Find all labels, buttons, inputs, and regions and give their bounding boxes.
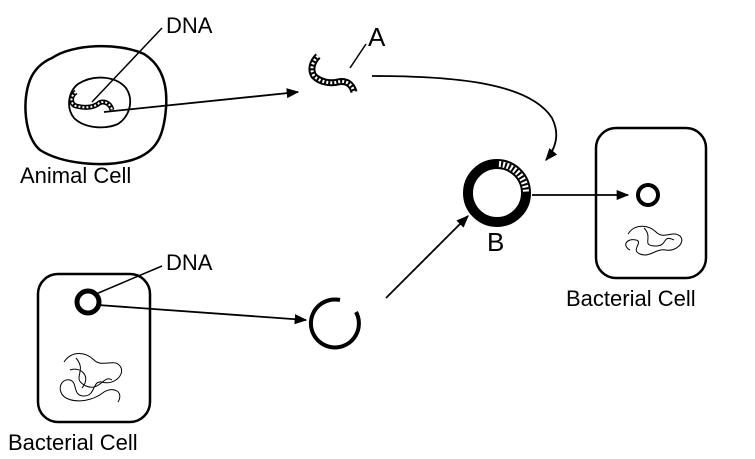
- bacterial-cell-right-chromosome: [625, 225, 683, 256]
- animal-cell-membrane: [24, 44, 168, 166]
- dna-label-animal: DNA: [166, 13, 213, 38]
- fragment-a-label: A: [368, 22, 386, 52]
- opened-plasmid: [308, 297, 361, 350]
- bacterial-cell-right-plasmid: [636, 183, 660, 207]
- arrow-plasmid-to-opened: [97, 304, 308, 325]
- dna-leader-bacterial: [95, 265, 163, 295]
- bacterial-cell-right: [594, 126, 708, 280]
- recombinant-b-label: B: [487, 227, 504, 257]
- recombinant-plasmid-b: [463, 159, 531, 227]
- arrow-animal-to-fragment: [103, 88, 300, 113]
- arrow-fragment-to-recombinant: [371, 75, 558, 161]
- bacterial-cell-right-wall: [594, 126, 708, 280]
- bacterial-cell-left-plasmid: [74, 288, 102, 316]
- dna-fragment-a: [308, 53, 358, 94]
- dna-leader-animal: [91, 27, 163, 103]
- bacterial-cell-left-chromosome: [59, 353, 122, 403]
- arrow-opened-to-recombinant: [385, 215, 469, 299]
- dna-label-bacterial: DNA: [166, 250, 213, 275]
- animal-cell-label: Animal Cell: [20, 163, 131, 188]
- bacterial-cell-left-label: Bacterial Cell: [8, 430, 138, 455]
- fragment-a-leader: [349, 43, 367, 69]
- animal-cell: [24, 44, 168, 166]
- bacterial-cell-left: [36, 272, 152, 424]
- bacterial-cell-left-wall: [36, 272, 152, 424]
- bacterial-cell-right-label: Bacterial Cell: [566, 286, 696, 311]
- animal-cell-nucleus: [68, 76, 132, 129]
